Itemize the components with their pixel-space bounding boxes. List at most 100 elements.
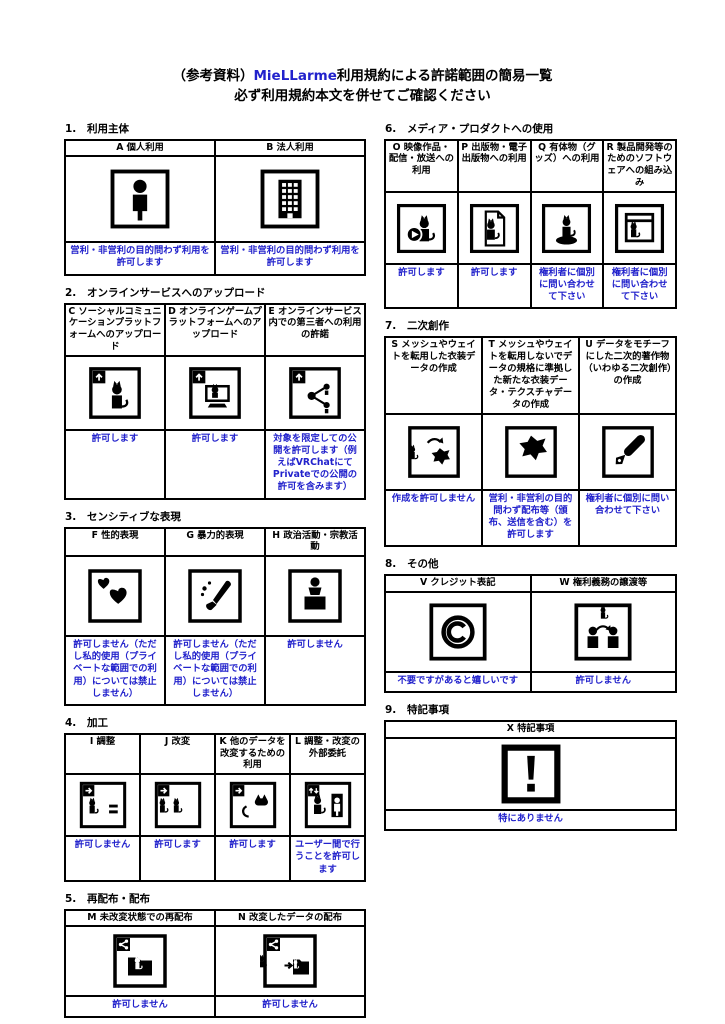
distribute-modified-icon	[260, 931, 320, 991]
item-header: R 製品開発等のためのソフトウェアへの組み込み	[603, 139, 676, 193]
item-header: U データをモチーフにした二次的著作物（いわゆる二次創作）の作成	[579, 337, 676, 414]
table-sensitive-expression: F 性的表現 G 暴力的表現 H 政治活動・宗教活動 許可しません（ただし私的使…	[64, 526, 366, 706]
item-header: K 他のデータを改変するための利用	[215, 733, 290, 775]
icon-cell	[165, 356, 265, 431]
result-cell: 対象を限定しての公開を許可します（例えばVRChatにてPrivateでの公開の…	[265, 430, 365, 499]
two-column-layout: 1.利用主体 A 個人利用 B 法人利用 営利・非営利の目的問わず利用を許可しま…	[0, 107, 725, 1024]
adjust-icon	[77, 779, 129, 831]
icon-cell	[65, 556, 165, 637]
result-cell: 営利・非営利の目的問わず利用を許可します	[215, 242, 365, 275]
item-header: P 出版物・電子出版物への利用	[457, 139, 531, 193]
item-header: L 調整・改変の外部委託	[290, 733, 365, 775]
icon-cell	[385, 591, 531, 672]
item-header: O 映像作品・配信・放送への利用	[385, 139, 458, 193]
icon-cell	[140, 774, 215, 837]
table-other: V クレジット表記 W 権利義務の譲渡等 不要ですがあると嬉しいです 許可しませ…	[384, 573, 677, 693]
result-cell: 権利者に個別に問い合わせて下さい	[530, 264, 604, 309]
publication-icon	[467, 201, 522, 256]
result-cell: 許可しません	[65, 996, 215, 1017]
section-redistribution: 5.再配布・配布 M 未改変状態での再配布 N 改変したデータの配布 許可しませ…	[64, 891, 366, 1018]
item-header: W 権利義務の譲渡等	[530, 574, 676, 592]
result-cell: 許可しません（ただし私的使用（プライベートな範囲での利用）については禁止しません…	[165, 636, 265, 705]
result-cell: 許可します	[140, 836, 215, 881]
section-special-notes: 9.特記事項 X 特記事項 特にありません	[384, 702, 677, 831]
section-online-upload: 2.オンラインサービスへのアップロード C ソーシャルコミュニケーションプラット…	[64, 285, 366, 500]
upload-game-icon	[186, 364, 244, 422]
item-header: C ソーシャルコミュニケーションプラットフォームへのアップロード	[65, 303, 165, 357]
table-special-notes: X 特記事項 特にありません	[384, 719, 677, 831]
section-heading: 9.特記事項	[385, 703, 449, 716]
video-icon	[394, 201, 449, 256]
software-icon	[612, 201, 667, 256]
item-header: I 調整	[65, 733, 140, 775]
right-column: 6.メディア・プロダクトへの使用 O 映像作品・配信・放送への利用 P 出版物・…	[384, 121, 677, 840]
mesh-reuse-icon	[405, 423, 463, 481]
icon-cell	[215, 926, 365, 997]
icon-cell	[385, 737, 676, 810]
item-header: B 法人利用	[215, 139, 365, 157]
result-cell: 特にありません	[385, 809, 676, 830]
item-header: V クレジット表記	[385, 574, 531, 592]
document-header: （参考資料）MieLLarme利用規約による許諾範囲の簡易一覧 必ず利用規約本文…	[0, 0, 725, 107]
transfer-icon	[571, 600, 635, 664]
result-cell: 許可します	[65, 430, 165, 499]
section-heading: 2.オンラインサービスへのアップロード	[65, 286, 266, 299]
icon-cell	[290, 774, 365, 837]
icon-cell	[482, 413, 579, 490]
icon-cell	[603, 192, 676, 265]
result-cell: 営利・非営利の目的問わず配布等（頒布、送信を含む）を許可します	[482, 489, 579, 546]
icon-cell	[385, 192, 458, 265]
item-header: Q 有体物（グッズ）への利用	[530, 139, 604, 193]
goods-icon	[539, 201, 594, 256]
result-cell: 権利者に個別に問い合わせて下さい	[579, 489, 676, 546]
section-usage-subject: 1.利用主体 A 個人利用 B 法人利用 営利・非営利の目的問わず利用を許可しま…	[64, 121, 366, 276]
item-header: M 未改変状態での再配布	[65, 909, 215, 927]
icon-cell	[215, 774, 290, 837]
item-header: A 個人利用	[65, 139, 215, 157]
section-heading: 1.利用主体	[65, 122, 129, 135]
outsource-icon	[302, 779, 354, 831]
section-derivative-works: 7.二次創作 S メッシュやウェイトを転用した衣装データの作成 T メッシュやウ…	[384, 318, 677, 547]
item-header: S メッシュやウェイトを転用した衣装データの作成	[385, 337, 482, 414]
item-header: F 性的表現	[65, 527, 165, 557]
icon-cell	[385, 413, 482, 490]
result-cell: 許可します	[215, 836, 290, 881]
icon-cell	[65, 356, 165, 431]
result-cell: ユーザー間で行うことを許可します	[290, 836, 365, 881]
section-other: 8.その他 V クレジット表記 W 権利義務の譲渡等 不要ですがあると嬉しいです…	[384, 556, 677, 693]
result-cell: 許可します	[165, 430, 265, 499]
icon-cell	[579, 413, 676, 490]
result-cell: 営利・非営利の目的問わず利用を許可します	[65, 242, 215, 275]
icon-cell	[165, 556, 265, 637]
icon-cell	[530, 192, 604, 265]
icon-cell	[265, 556, 365, 637]
section-heading: 5.再配布・配布	[65, 892, 150, 905]
icon-cell	[215, 156, 365, 243]
icon-cell	[457, 192, 531, 265]
left-column: 1.利用主体 A 個人利用 B 法人利用 営利・非営利の目的問わず利用を許可しま…	[64, 121, 366, 1024]
modify-icon	[152, 779, 204, 831]
result-cell: 許可しません	[265, 636, 365, 705]
section-sensitive-expression: 3.センシティブな表現 F 性的表現 G 暴力的表現 H 政治活動・宗教活動 許…	[64, 509, 366, 706]
table-processing: I 調整 J 改変 K 他のデータを改変するための利用 L 調整・改変の外部委託…	[64, 732, 366, 882]
section-media-product: 6.メディア・プロダクトへの使用 O 映像作品・配信・放送への利用 P 出版物・…	[384, 121, 677, 310]
icon-cell	[265, 356, 365, 431]
icon-cell	[530, 591, 676, 672]
item-header: N 改変したデータの配布	[215, 909, 365, 927]
table-derivative-works: S メッシュやウェイトを転用した衣装データの作成 T メッシュやウェイトを転用し…	[384, 336, 677, 547]
item-header: X 特記事項	[385, 720, 676, 738]
modify-for-other-icon	[227, 779, 279, 831]
hearts-icon	[85, 566, 145, 626]
doc-title: （参考資料）MieLLarme利用規約による許諾範囲の簡易一覧	[0, 66, 725, 86]
result-cell: 不要ですがあると嬉しいです	[385, 671, 531, 692]
section-heading: 3.センシティブな表現	[65, 510, 181, 523]
result-cell: 作成を許可しません	[385, 489, 482, 546]
doc-title-pre: （参考資料）	[172, 68, 254, 84]
person-icon	[107, 166, 173, 232]
table-redistribution: M 未改変状態での再配布 N 改変したデータの配布 許可しません 許可しません	[64, 908, 366, 1018]
icon-cell	[65, 156, 215, 243]
table-usage-subject: A 個人利用 B 法人利用 営利・非営利の目的問わず利用を許可します 営利・非営…	[64, 138, 366, 276]
result-cell: 許可します	[385, 264, 458, 309]
copyright-icon	[426, 600, 490, 664]
